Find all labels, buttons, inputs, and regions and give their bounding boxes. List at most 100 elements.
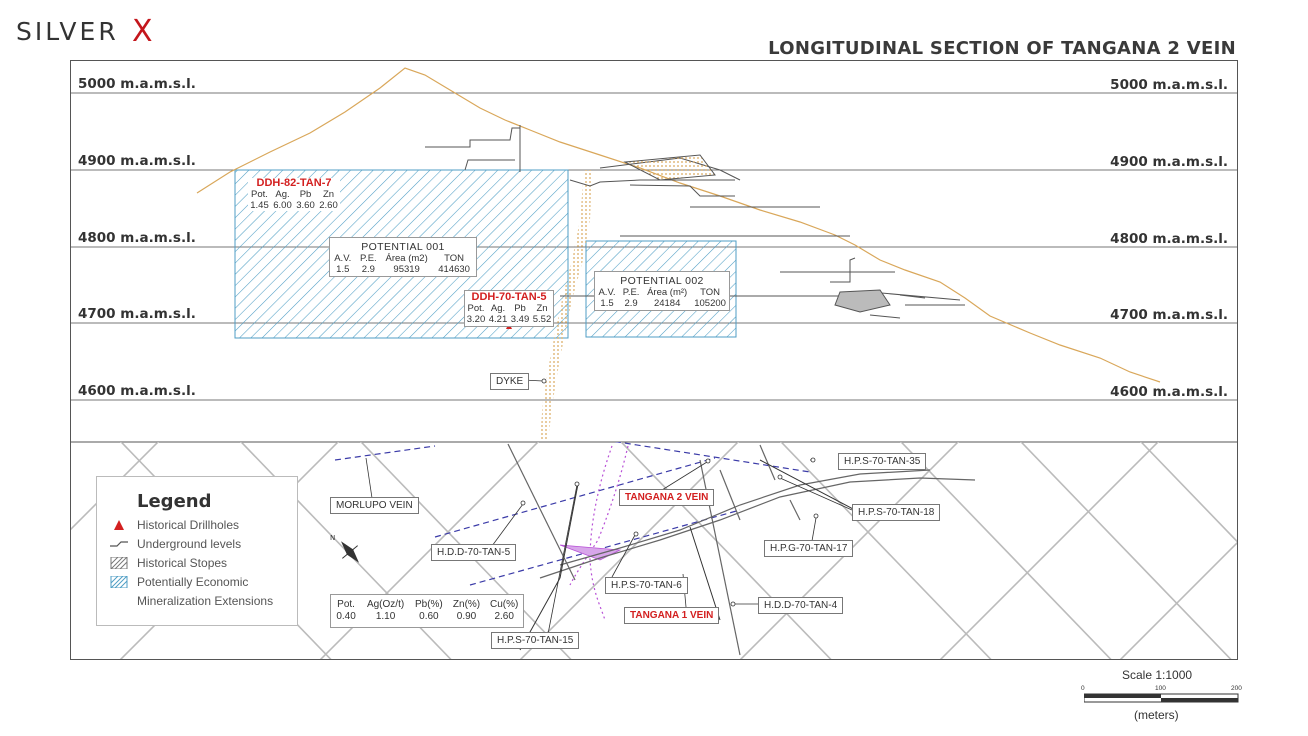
hdr: Área (m²) <box>647 287 688 298</box>
hps-70-tan-18-label: H.P.S-70-TAN-18 <box>852 504 941 521</box>
hdr: TON <box>444 253 465 264</box>
elev-label-right-4900: 4900 m.a.m.s.l. <box>1110 154 1228 170</box>
val: 2.9 <box>624 298 638 309</box>
hdr: TON <box>700 287 721 298</box>
val: 95319 <box>393 264 420 275</box>
silverx-logo: SILVER X <box>16 10 176 50</box>
val: 6.00 <box>273 200 292 211</box>
hpg-70-tan-17-label: H.P.G-70-TAN-17 <box>764 540 854 557</box>
elev-label-right-4800: 4800 m.a.m.s.l. <box>1110 231 1228 247</box>
topography-line <box>196 67 1161 383</box>
hdr: Ag(Oz/t) <box>366 599 405 610</box>
logo-accent: X <box>132 14 153 49</box>
val: 414630 <box>438 264 470 275</box>
val: 1.5 <box>336 264 350 275</box>
hdr: A.V. <box>334 253 352 264</box>
red-triangle-icon <box>114 520 124 530</box>
val: 3.49 <box>510 314 530 325</box>
hdr: P.E. <box>359 253 377 264</box>
val: 0.60 <box>419 611 439 622</box>
legend-title: Legend <box>137 491 212 512</box>
tangana2-vein-label: TANGANA 2 VEIN <box>619 489 715 506</box>
legend-item-underground: Underground levels <box>137 537 242 551</box>
hdr: Pot. <box>467 303 485 314</box>
val: 3.60 <box>296 200 315 211</box>
hdr: Área (m2) <box>385 253 428 264</box>
leader-lines <box>365 378 853 635</box>
dyke-body <box>540 170 592 440</box>
scale-bar-graphic <box>1084 693 1239 703</box>
drillhole-ddh-70-tan-5: DDH-70-TAN-5 Pot. Ag. Pb Zn 3.20 4.21 3.… <box>464 290 554 327</box>
elev-label-left-4700: 4700 m.a.m.s.l. <box>78 306 196 322</box>
drillhole-title: DDH-70-TAN-5 <box>471 291 547 303</box>
hps-70-tan-6-label: H.P.S-70-TAN-6 <box>605 577 688 594</box>
elev-label-left-4600: 4600 m.a.m.s.l. <box>78 383 196 399</box>
val: 2.60 <box>494 611 514 622</box>
scale-label: Scale 1:1000 <box>1122 668 1193 682</box>
hdr: Cu(%) <box>490 599 519 610</box>
silverx-logo-mark: SILVER X <box>16 14 153 49</box>
drillhole-title: DDH-82-TAN-7 <box>256 177 332 189</box>
val: 1.5 <box>600 298 614 309</box>
scale-tick-200: 200 <box>1231 685 1242 692</box>
legend-item-stopes: Historical Stopes <box>137 556 228 570</box>
underground-level-icon <box>110 541 128 547</box>
tangana-east-trace <box>613 442 811 473</box>
north-arrow-icon <box>341 541 359 563</box>
hdr: Pb <box>299 189 312 200</box>
elev-label-left-5000: 5000 m.a.m.s.l. <box>78 76 196 92</box>
elev-label-left-4900: 4900 m.a.m.s.l. <box>78 153 196 169</box>
drillhole-table: Pot. Ag. Pb Zn 1.45 6.00 3.60 2.60 <box>248 189 340 211</box>
val: 0.90 <box>456 611 477 622</box>
val: 1.10 <box>375 611 396 622</box>
hdr: A.V. <box>598 287 616 298</box>
val: 5.52 <box>532 314 552 325</box>
hdr: Ag. <box>490 303 506 314</box>
elev-label-left-4800: 4800 m.a.m.s.l. <box>78 230 196 246</box>
val: 0.40 <box>336 611 356 622</box>
historical-stopes-icon <box>110 557 128 569</box>
potential-002-box: POTENTIAL 002 A.V. P.E. Área (m²) TON 1.… <box>594 271 730 311</box>
hps-70-tan-35-label: H.P.S-70-TAN-35 <box>838 453 927 470</box>
potential-title: POTENTIAL 002 <box>620 275 704 287</box>
scale-tick-0: 0 <box>1081 685 1085 692</box>
page-title: LONGITUDINAL SECTION OF TANGANA 2 VEIN <box>768 38 1236 59</box>
hdr: Zn <box>536 303 548 314</box>
potential-economic-icon <box>110 576 128 588</box>
map-frame <box>70 60 1238 660</box>
hdr: Pot. <box>337 599 355 610</box>
val: 2.60 <box>319 200 338 211</box>
val: 24184 <box>653 298 681 309</box>
hps-70-tan-15-label: H.P.S-70-TAN-15 <box>491 632 580 649</box>
dyke-label: DYKE <box>490 373 530 390</box>
hdd-70-tan-5-label: H.D.D-70-TAN-5 <box>431 544 517 561</box>
assay-table: Pot. Ag(Oz/t) Pb(%) Zn(%) Cu(%) 0.40 1.1… <box>330 594 524 628</box>
scale-bar: Scale 1:1000 0 100 200 (meters) <box>1076 668 1256 728</box>
hdr: Pot. <box>251 189 268 200</box>
legend-item-mineralization: Mineralization Extensions <box>137 594 274 608</box>
potential-table: A.V. P.E. Área (m2) TON 1.5 2.9 95319 41… <box>330 253 476 275</box>
val: 3.20 <box>466 314 486 325</box>
legend-item-drillholes: Historical Drillholes <box>137 518 240 532</box>
hdd-70-tan-4-label: H.D.D-70-TAN-4 <box>758 597 844 614</box>
drillhole-ddh-82-tan-7: DDH-82-TAN-7 Pot. Ag. Pb Zn 1.45 6.00 3.… <box>248 178 340 211</box>
tangana1-vein-label: TANGANA 1 VEIN <box>624 607 720 624</box>
hdr: Ag. <box>275 189 290 200</box>
legend-item-potential: Potentially Economic <box>137 575 249 589</box>
potential-001-box: POTENTIAL 001 A.V. P.E. Área (m2) TON 1.… <box>329 237 477 277</box>
potential-table: A.V. P.E. Área (m²) TON 1.5 2.9 24184 10… <box>595 287 729 309</box>
hdr: Pb <box>514 303 526 314</box>
scale-unit: (meters) <box>1134 708 1179 722</box>
assay-grid: Pot. Ag(Oz/t) Pb(%) Zn(%) Cu(%) 0.40 1.1… <box>331 599 523 623</box>
tangana1-vein-trace <box>469 509 741 586</box>
morlupo-vein-trace <box>334 445 436 461</box>
hdr: P.E. <box>622 287 640 298</box>
val: 4.21 <box>488 314 508 325</box>
north-letter: N <box>330 534 335 542</box>
hdr: Pb(%) <box>414 599 443 610</box>
legend-panel: Legend Historical Drillholes Underground… <box>96 476 298 626</box>
val: 2.9 <box>361 264 375 275</box>
morlupo-vein-label: MORLUPO VEIN <box>330 497 419 514</box>
val: 105200 <box>694 298 726 309</box>
elev-label-right-4600: 4600 m.a.m.s.l. <box>1110 384 1228 400</box>
